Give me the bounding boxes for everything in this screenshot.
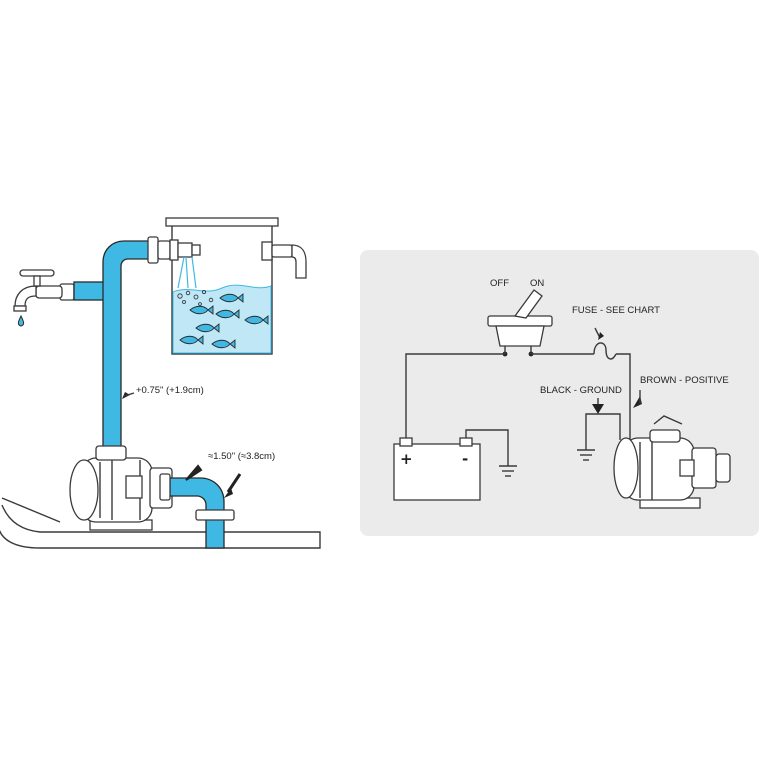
black-ground-label: BLACK - GROUND [540,385,622,396]
toggle-switch [487,289,553,357]
arrow-pipe-large-1 [185,464,203,481]
arrow-black-ground [592,404,604,414]
water-pump [69,445,173,531]
battery-icon [393,437,481,501]
fish-icon [179,293,269,349]
faucet-tap [13,269,75,327]
pipe-small-size-label: +0.75" (+1.9cm) [136,385,204,396]
negative-wire [465,429,509,466]
wiring-diagram: OFF ON FUSE - SEE CHART BROWN - POSITIVE… [360,250,759,536]
hull-line [1,497,61,523]
bubbles [177,289,214,306]
hull-outline [0,504,321,549]
water-drop-icon [17,314,25,327]
fuse-label: FUSE - SEE CHART [572,305,660,316]
wired-pump [613,415,731,509]
battery-negative-symbol: - [462,450,468,468]
pipe-large-size-label: ≈1.50" (≈3.8cm) [208,451,275,462]
brown-positive-wire [616,353,631,440]
intake-clamp [195,509,235,521]
switch-on-label: ON [530,278,544,289]
battery-positive-symbol: + [400,450,413,468]
tank-water [172,284,272,354]
riser-pipe [102,240,151,456]
intake-pipe [169,477,225,549]
ground-symbol-pump [577,449,595,461]
arrow-pipe-large-2 [226,473,242,493]
fuse-icon [593,342,617,360]
brown-positive-label: BROWN - POSITIVE [640,375,729,386]
black-ground-wire [585,413,621,450]
plumbing-diagram: +0.75" (+1.9cm) ≈1.50" (≈3.8cm) [0,217,321,549]
pipe-clamp [147,236,159,264]
switch-off-label: OFF [490,278,509,289]
fish-tank [165,217,307,355]
positive-wire [405,353,505,438]
ground-symbol-battery [499,465,517,477]
